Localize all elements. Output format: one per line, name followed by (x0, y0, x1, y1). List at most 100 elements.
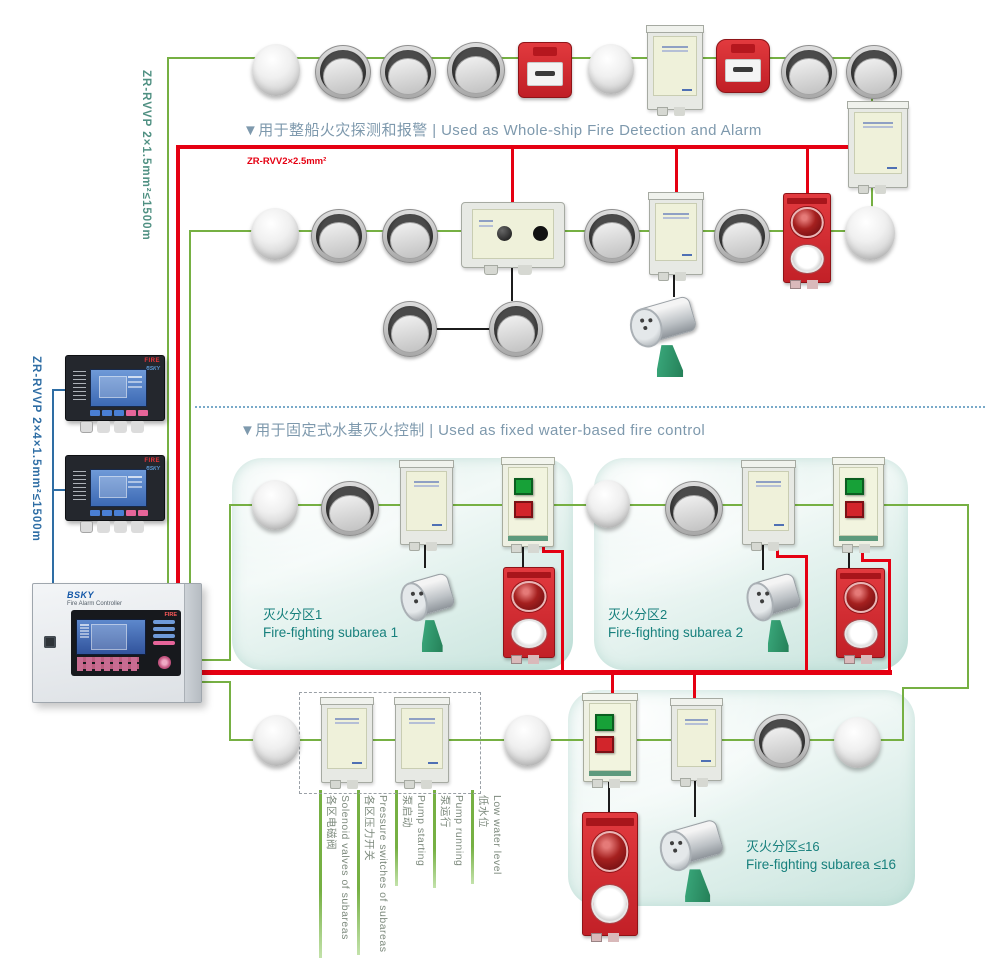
control-label (838, 535, 879, 541)
input-module (646, 25, 704, 116)
section-banner-control: ▼用于固定式水基灭火控制 | Used as fixed water-based… (240, 422, 706, 439)
output-lead-pump-run (433, 790, 436, 888)
wire-green (189, 231, 191, 583)
wire-blue (52, 390, 54, 583)
module-label (653, 36, 697, 96)
control-label (508, 535, 548, 541)
output-label-zh: 泵运行 (439, 795, 451, 828)
flame-detector-body (657, 818, 725, 870)
cable-label-loop: ZR-RVVP 2×1.5mm²≤1500m (140, 70, 152, 241)
wire-red (776, 545, 779, 558)
sounder (591, 884, 629, 923)
smoke-detector (380, 45, 436, 99)
fire-icon (730, 44, 756, 54)
wire-black (522, 545, 524, 568)
wire-green (200, 659, 231, 661)
stop-button (514, 500, 533, 518)
output-label-pump-run: 泵运行 Pump running (438, 795, 466, 905)
subarea-2-label: 灭火分区2 Fire-fighting subarea 2 (608, 606, 743, 642)
controller-display: FIRE (71, 610, 181, 676)
input-output-module (394, 697, 450, 789)
module-label (854, 112, 902, 174)
strobe-lamp (591, 831, 629, 872)
flame-detector-bracket (767, 620, 789, 652)
wire-black (424, 542, 426, 568)
manual-call-point (518, 42, 572, 98)
smoke-detector (754, 714, 810, 768)
subarea-1-label-en: Fire-fighting subarea 1 (263, 625, 399, 640)
wire-green (902, 687, 969, 689)
module-label (748, 471, 789, 531)
keypad (77, 657, 139, 671)
start-button (844, 478, 864, 495)
sounder (790, 244, 824, 274)
brand-label: BSKY (146, 466, 160, 472)
panel-key-switch (44, 636, 56, 648)
alarm-bell-strobe (783, 193, 831, 289)
manual-call-point (716, 39, 770, 93)
smoke-detector (311, 209, 367, 263)
repeater-panel: FIRE BSKY (65, 455, 165, 521)
wire-green (902, 688, 904, 741)
output-label-zh: 低水位 (477, 795, 489, 828)
wire-red (611, 674, 614, 698)
flame-detector-body (398, 571, 457, 620)
base-detector (504, 715, 551, 766)
controller-title: Fire Alarm Controller (67, 601, 123, 607)
flame-detector (657, 816, 731, 902)
pump-control-box (501, 457, 555, 553)
output-lead-pressure (357, 790, 360, 955)
flame-detector (398, 568, 460, 652)
input-module (648, 192, 704, 281)
smoke-detector (321, 481, 379, 536)
module-label (327, 708, 367, 769)
alarm-bell-strobe (503, 567, 555, 664)
subarea-2-label-zh: 灭火分区2 (608, 607, 668, 622)
wire-red (200, 670, 892, 675)
fire-badge: FIRE (144, 358, 160, 364)
wire-green (967, 505, 969, 689)
control-label (589, 770, 631, 776)
flame-detector-bracket (685, 869, 711, 902)
device-face (472, 209, 554, 259)
input-module (320, 697, 374, 789)
module-label (655, 203, 697, 261)
cabinet-side (184, 584, 201, 702)
fire-badge: FIRE (144, 458, 160, 464)
wire-red (693, 674, 696, 703)
sounder (843, 619, 878, 649)
subarea-2-label-en: Fire-fighting subarea 2 (608, 625, 744, 640)
pump-control-box (582, 693, 638, 788)
sounder (511, 619, 547, 649)
output-label-low-water: 低水位 Low water level (476, 795, 504, 905)
output-lead-pump-start (395, 790, 398, 886)
wire-black (694, 778, 696, 817)
heat-detector (447, 42, 505, 98)
module-label (677, 709, 716, 767)
input-module (670, 698, 723, 787)
output-label-en: Pump starting (415, 795, 427, 867)
output-lead-solenoid (319, 790, 322, 958)
wire-red (176, 145, 848, 149)
start-button (514, 478, 533, 495)
base-detector (588, 44, 634, 94)
subarea-1-label-zh: 灭火分区1 (263, 607, 323, 622)
wire-red (861, 559, 891, 562)
alarm-bell-strobe (836, 568, 885, 664)
wire-red (542, 550, 564, 553)
output-label-pump-start: 泵启动 Pump starting (400, 795, 428, 905)
fire-icon (532, 47, 558, 57)
wire-blue (52, 489, 66, 491)
output-label-zh: 各区电磁阀 (325, 795, 337, 850)
alarm-title-band (839, 572, 882, 579)
wire-green (871, 186, 873, 208)
flame-detector-bracket (656, 345, 684, 377)
input-module (741, 460, 796, 551)
smoke-detector (382, 209, 438, 263)
start-button (595, 713, 615, 731)
smoke-detector (846, 45, 902, 99)
flame-detector (627, 293, 705, 377)
wire-black (608, 779, 610, 813)
wire-red (805, 555, 808, 672)
